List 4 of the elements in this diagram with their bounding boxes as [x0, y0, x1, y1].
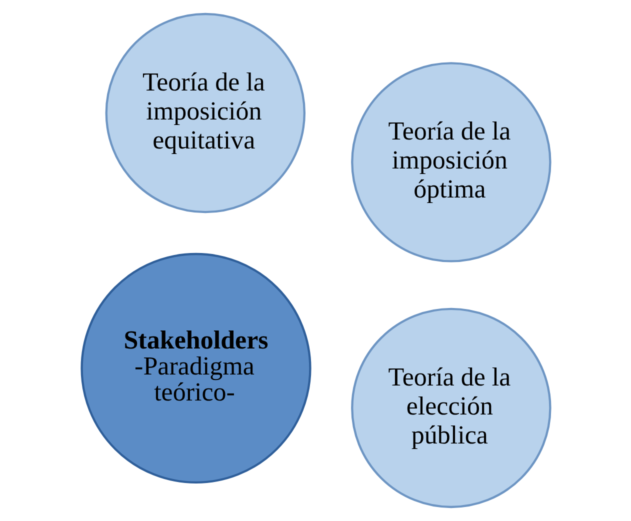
node-circle: Teoría de la imposición equitativa [104, 12, 306, 214]
node-circle: Teoría de la imposición óptima [350, 62, 551, 262]
node-circle: Stakeholders -Paradigma teórico- [80, 252, 311, 484]
node-circle: Teoría de la elección pública [350, 308, 551, 508]
